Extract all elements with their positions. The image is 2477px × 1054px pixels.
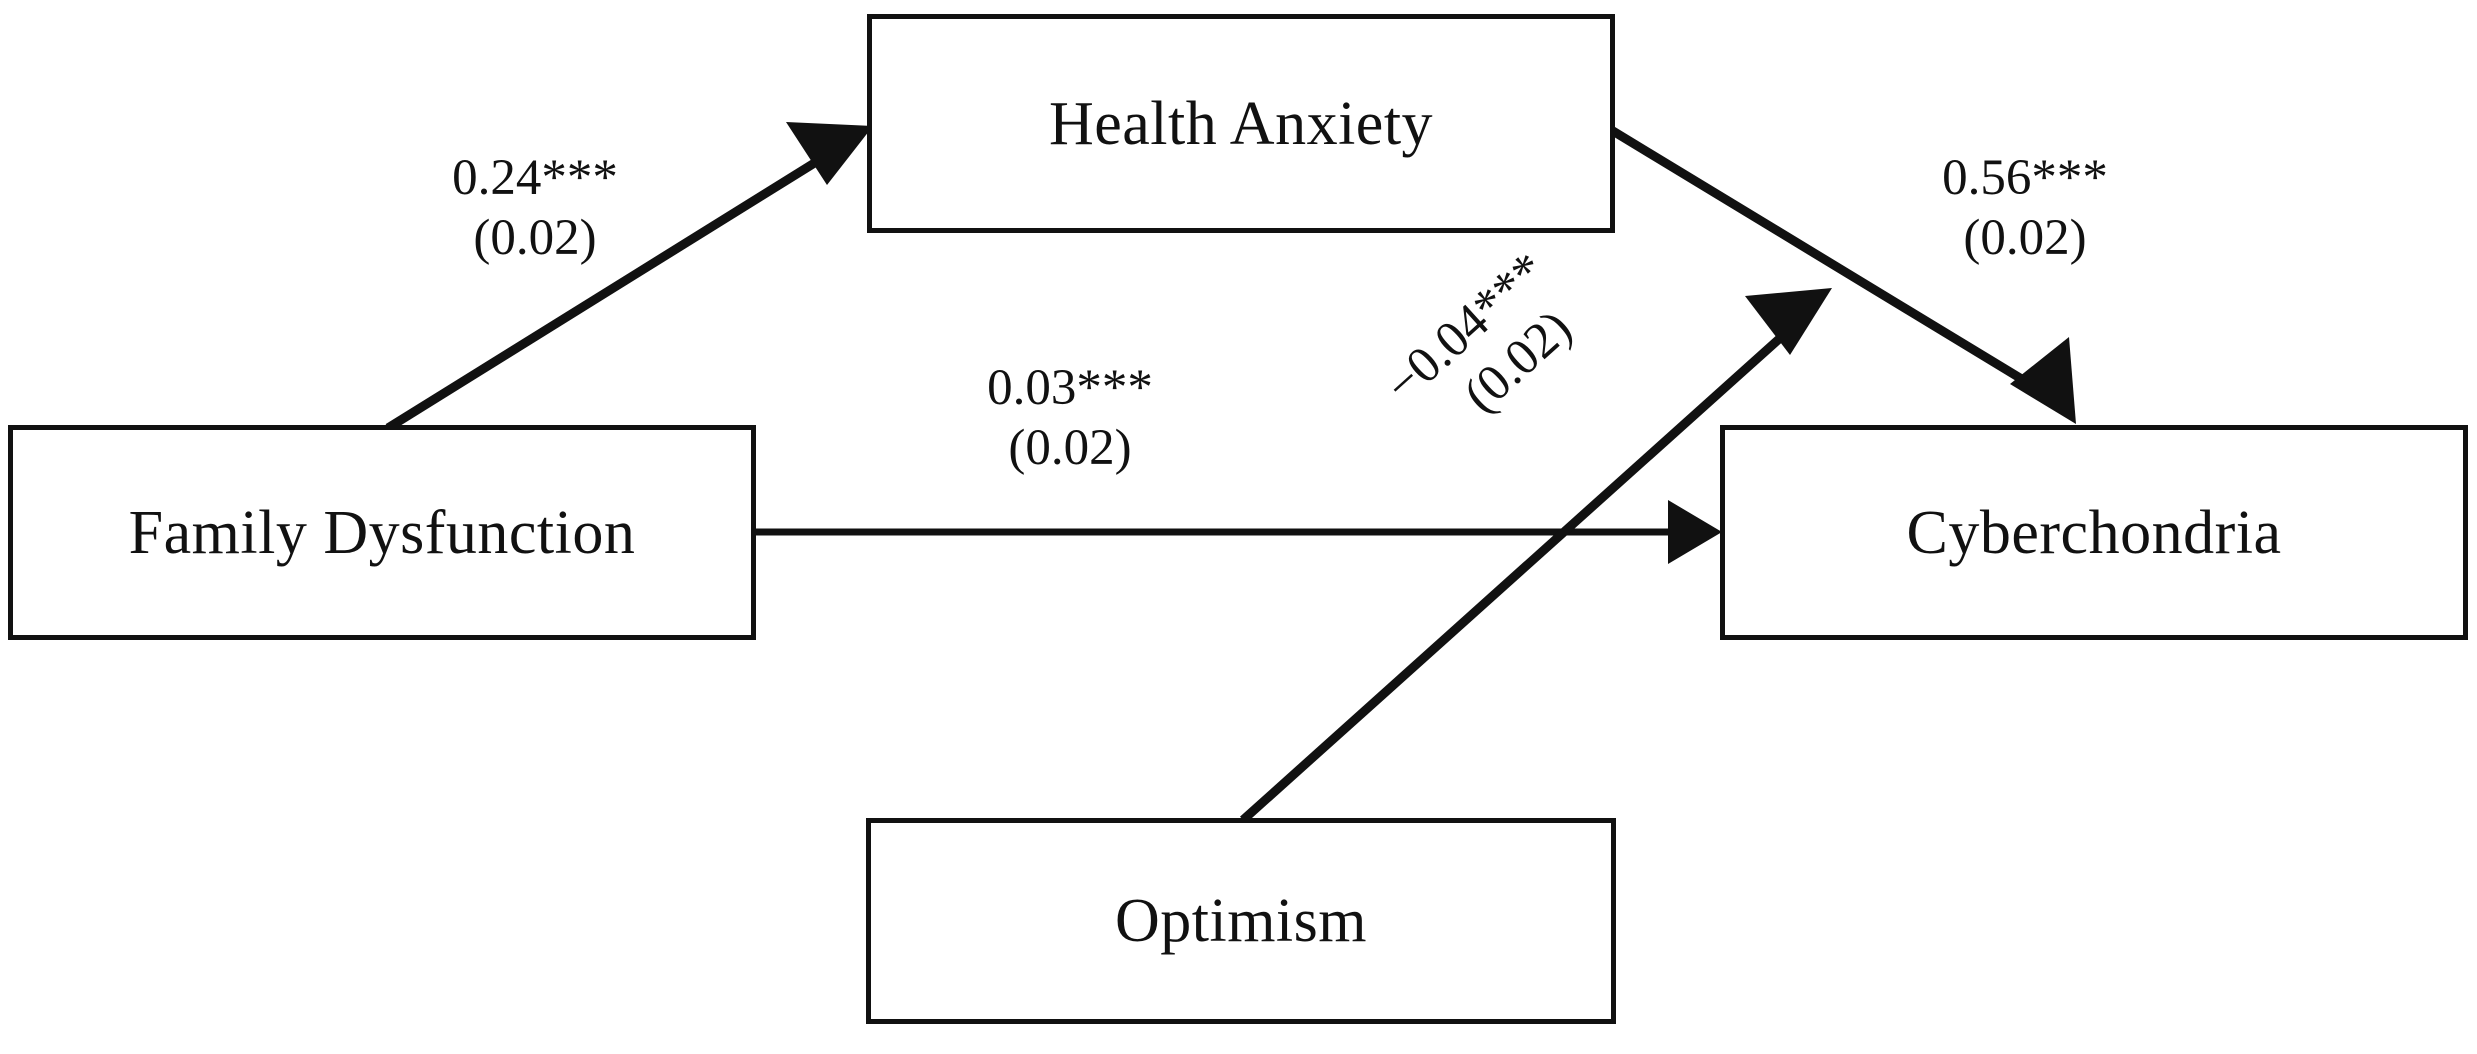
path-arrow-optimism-to-cyberchondria <box>1239 288 1832 824</box>
node-optimism-label: Optimism <box>1114 887 1368 955</box>
node-health-anxiety[interactable]: Health Anxiety <box>867 14 1615 233</box>
edge-label-fd-to-cy-standard-error: (0.02) <box>1008 420 1132 477</box>
node-cyberchondria-label: Cyberchondria <box>1906 498 2282 567</box>
node-cyberchondria[interactable]: Cyberchondria <box>1720 425 2468 640</box>
node-health-anxiety-label: Health Anxiety <box>1048 89 1434 158</box>
edge-label-fd-to-ha-coefficient: 0.24*** <box>452 150 618 206</box>
node-family-dysfunction[interactable]: Family Dysfunction <box>8 425 756 640</box>
node-family-dysfunction-label: Family Dysfunction <box>128 498 636 567</box>
edge-label-fd-to-ha-standard-error: (0.02) <box>473 210 597 267</box>
path-arrow-family-dysfunction-to-cyberchondria <box>755 500 1722 564</box>
edge-label-ha-to-cy: 0.56*** (0.02) <box>1890 148 2160 268</box>
path-arrow-health-anxiety-to-cyberchondria <box>1605 124 2076 424</box>
path-arrow-family-dysfunction-to-health-anxiety <box>385 122 873 432</box>
edge-label-ha-to-cy-coefficient: 0.56*** <box>1942 150 2108 206</box>
edge-label-ha-to-cy-standard-error: (0.02) <box>1963 210 2087 267</box>
node-optimism[interactable]: Optimism <box>866 818 1616 1024</box>
edge-label-fd-to-ha: 0.24*** (0.02) <box>405 148 665 268</box>
edge-label-fd-to-cy: 0.03*** (0.02) <box>940 358 1200 478</box>
edge-label-fd-to-cy-coefficient: 0.03*** <box>987 360 1153 416</box>
